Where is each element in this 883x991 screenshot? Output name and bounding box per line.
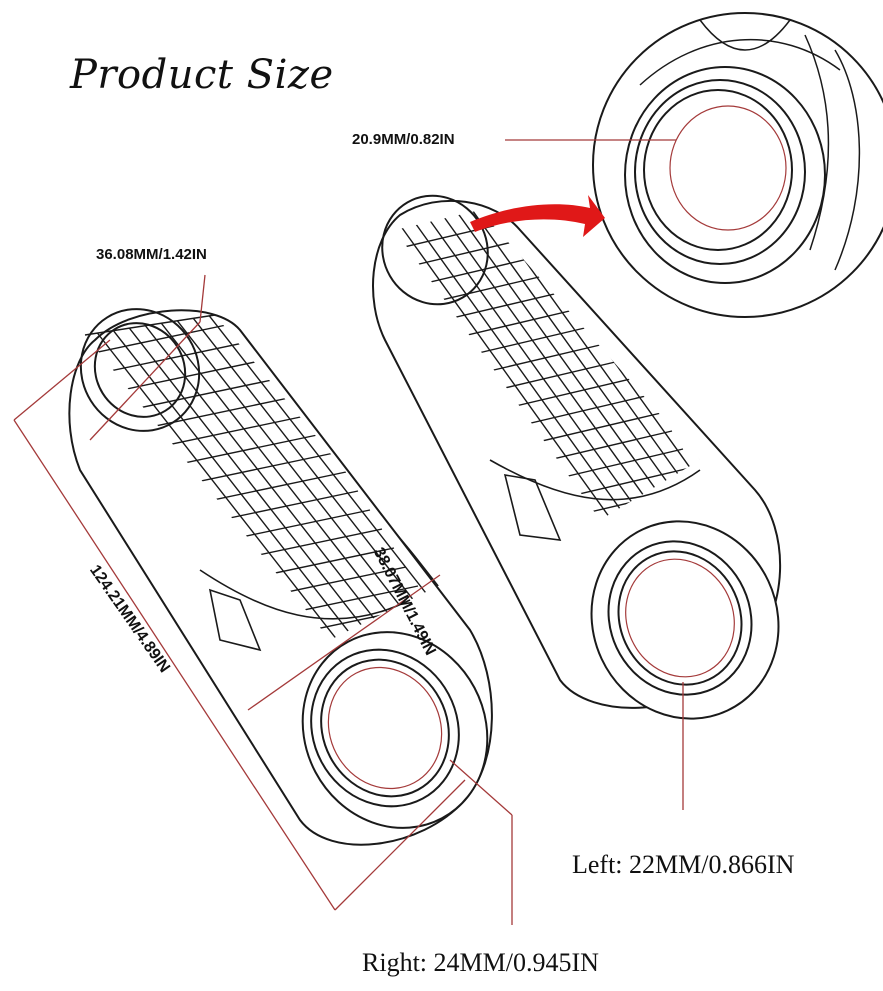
grip-texture-line <box>108 324 360 640</box>
grip-texture-line <box>451 210 668 506</box>
dimension-lines <box>13 139 684 925</box>
grip-texture-line <box>150 315 402 631</box>
right-grip <box>372 194 782 720</box>
grip-texture-line <box>464 210 681 501</box>
left-bore-dimension: Left: 22MM/0.866IN <box>572 850 795 879</box>
end-detail-inset <box>592 12 883 318</box>
grip-texture-line <box>192 315 440 616</box>
end-diameter-dimension: 36.08MM/1.42IN <box>96 246 207 263</box>
zoom-arrow-icon <box>470 195 605 237</box>
grip-texture-line <box>94 329 346 640</box>
grip-texture-line <box>425 214 642 516</box>
grip-texture-line <box>412 219 629 520</box>
grip-texture-line <box>438 210 655 511</box>
left-grip <box>68 308 493 846</box>
grip-texture-line <box>122 319 374 640</box>
grip-texture-line <box>399 224 616 520</box>
diagram-title: Product Size <box>70 52 334 98</box>
inner-hole-dimension: 20.9MM/0.82IN <box>352 131 455 148</box>
grip-texture-line <box>136 315 388 636</box>
grip-texture-line <box>164 315 416 626</box>
right-bore-dimension: Right: 24MM/0.945IN <box>362 948 599 977</box>
grip-texture-line <box>178 315 430 621</box>
